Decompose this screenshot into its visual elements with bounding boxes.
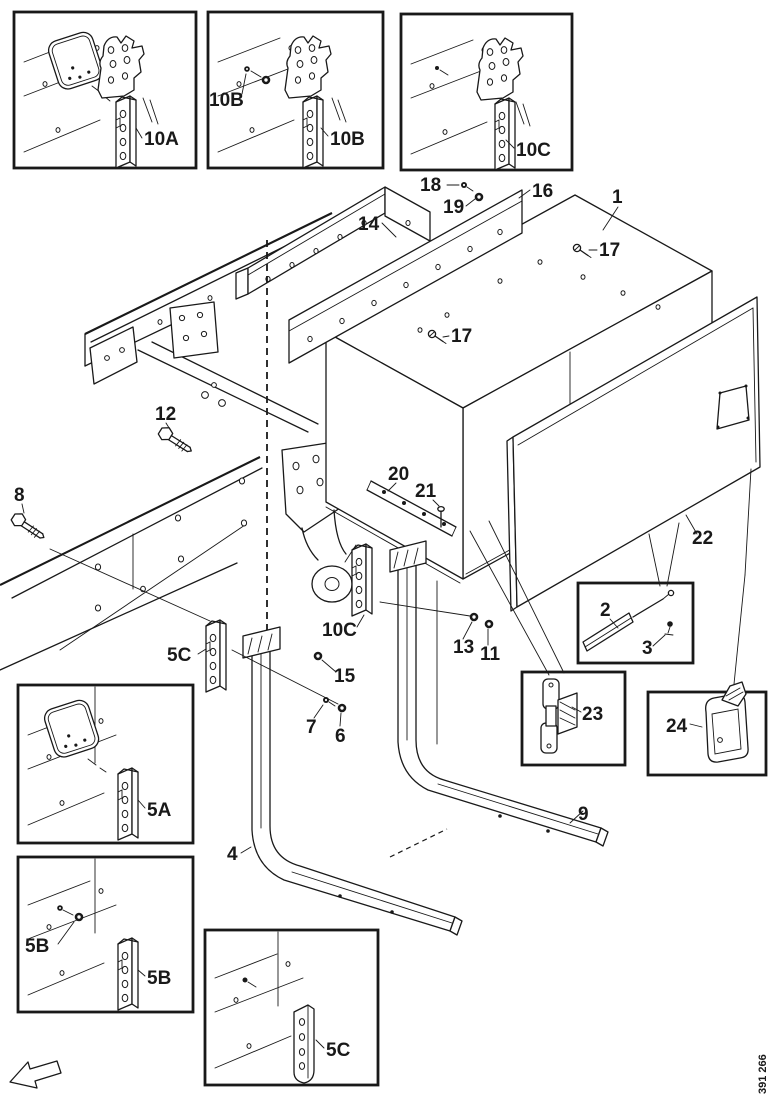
- callout-22: 22: [692, 528, 713, 549]
- callout-11: 11: [480, 644, 501, 665]
- inset-detail-5b: [16, 855, 195, 1014]
- bolt-path-line-2: [379, 601, 471, 617]
- callout-23: 23: [582, 704, 603, 725]
- chassis-near-rail: [0, 456, 263, 671]
- screw-21: [437, 505, 445, 528]
- toolbox-front-face: [325, 331, 464, 580]
- door-panel: [506, 296, 761, 612]
- bolt-18: [461, 182, 474, 192]
- bolt-8: [8, 509, 49, 544]
- callout-17-top: 17: [599, 240, 620, 261]
- direction-arrow-icon: [9, 1060, 62, 1089]
- callout-20: 20: [388, 464, 409, 485]
- nut-19: [474, 192, 484, 202]
- inset-detail-strut: [576, 581, 695, 665]
- callout-2: 2: [600, 600, 611, 621]
- support-strap-9: [389, 540, 609, 847]
- mounting-angle-14: [235, 186, 431, 300]
- latch-24: [705, 681, 749, 763]
- callout-10a: 10A: [144, 129, 179, 150]
- bolt-5b: [57, 905, 84, 922]
- hinge-bracket-10a: [97, 35, 145, 99]
- hinge-23: [540, 678, 578, 754]
- support-strap-4: [242, 626, 463, 936]
- callout-5b: 5B: [147, 968, 171, 989]
- callout-5b-bolt: 5B: [25, 936, 49, 957]
- bracket-bar-5a: [117, 767, 139, 841]
- callout-24: 24: [666, 716, 688, 737]
- callout-5c-inset: 5C: [326, 1040, 351, 1061]
- callout-10c-inset: 10C: [516, 140, 551, 161]
- callout-10b: 10B: [330, 129, 365, 150]
- callout-8: 8: [14, 485, 25, 506]
- callout-9: 9: [578, 804, 589, 825]
- nut-6: [337, 703, 347, 713]
- hinge-bracket-10b: [284, 35, 332, 99]
- inset-detail-10b: [206, 10, 385, 170]
- cover-plate-10a: [45, 29, 106, 93]
- door-hand-hole: [716, 384, 750, 430]
- bracket-5c-main: [205, 619, 227, 693]
- callout-7: 7: [306, 717, 317, 738]
- callout-5c-main: 5C: [167, 645, 192, 666]
- gas-strut: [582, 589, 675, 652]
- bolt-10b: [244, 66, 271, 85]
- detail-leader-lines: [469, 468, 752, 695]
- inset-detail-10c: [399, 12, 574, 172]
- callout-14: 14: [358, 214, 380, 235]
- bolt-7: [323, 697, 336, 707]
- inset-detail-5c: [203, 928, 380, 1087]
- chassis-far-rail: [84, 212, 335, 385]
- callout-12: 12: [155, 404, 176, 425]
- callout-15: 15: [334, 666, 356, 687]
- callout-leaders: [21, 184, 698, 854]
- callout-19: 19: [443, 197, 464, 218]
- callout-21: 21: [415, 481, 437, 502]
- callout-10c-main: 10C: [322, 620, 357, 641]
- bracket-bar-5c-inset: [293, 1004, 315, 1084]
- nut-15: [313, 651, 323, 661]
- bracket-10c-main: [351, 543, 373, 617]
- callout-13: 13: [453, 637, 474, 658]
- callout-1: 1: [612, 187, 623, 208]
- inset-detail-10a: [12, 10, 198, 170]
- callout-labels: 1 14 16 18 19 17 17 12 8 20 21 10C 5C 15…: [14, 90, 713, 1061]
- bracket-bar-10c: [494, 97, 516, 171]
- callout-3: 3: [642, 638, 653, 659]
- bottom-strip-20: [366, 480, 457, 537]
- callout-4: 4: [227, 844, 238, 865]
- figure-number: 391 266: [757, 1054, 769, 1094]
- callout-6: 6: [335, 726, 346, 747]
- bolt-12: [156, 423, 197, 457]
- dashed-diagonal: [389, 828, 448, 858]
- bolt-path-line: [231, 649, 339, 705]
- callout-17-mid: 17: [451, 326, 472, 347]
- cover-plate-5a: [41, 697, 102, 761]
- inset-detail-hinge: [520, 670, 627, 767]
- bracket-bar-5b: [117, 937, 139, 1011]
- callout-10b-bolt: 10B: [209, 90, 244, 111]
- bracket-bar-10b: [302, 95, 324, 169]
- callout-18: 18: [420, 175, 441, 196]
- hinge-bracket-10c: [476, 37, 524, 101]
- mounting-plate-16: [288, 189, 523, 364]
- bracket-bar-10a: [115, 95, 137, 169]
- inset-detail-5a: [16, 683, 195, 845]
- inset-detail-latch: [646, 681, 768, 777]
- nut-11: [484, 619, 494, 629]
- callout-5a: 5A: [147, 800, 172, 821]
- callout-16: 16: [532, 181, 553, 202]
- crossmember-assembly: [137, 301, 357, 603]
- nut-13: [469, 612, 479, 622]
- ball-stud-3: [664, 621, 674, 636]
